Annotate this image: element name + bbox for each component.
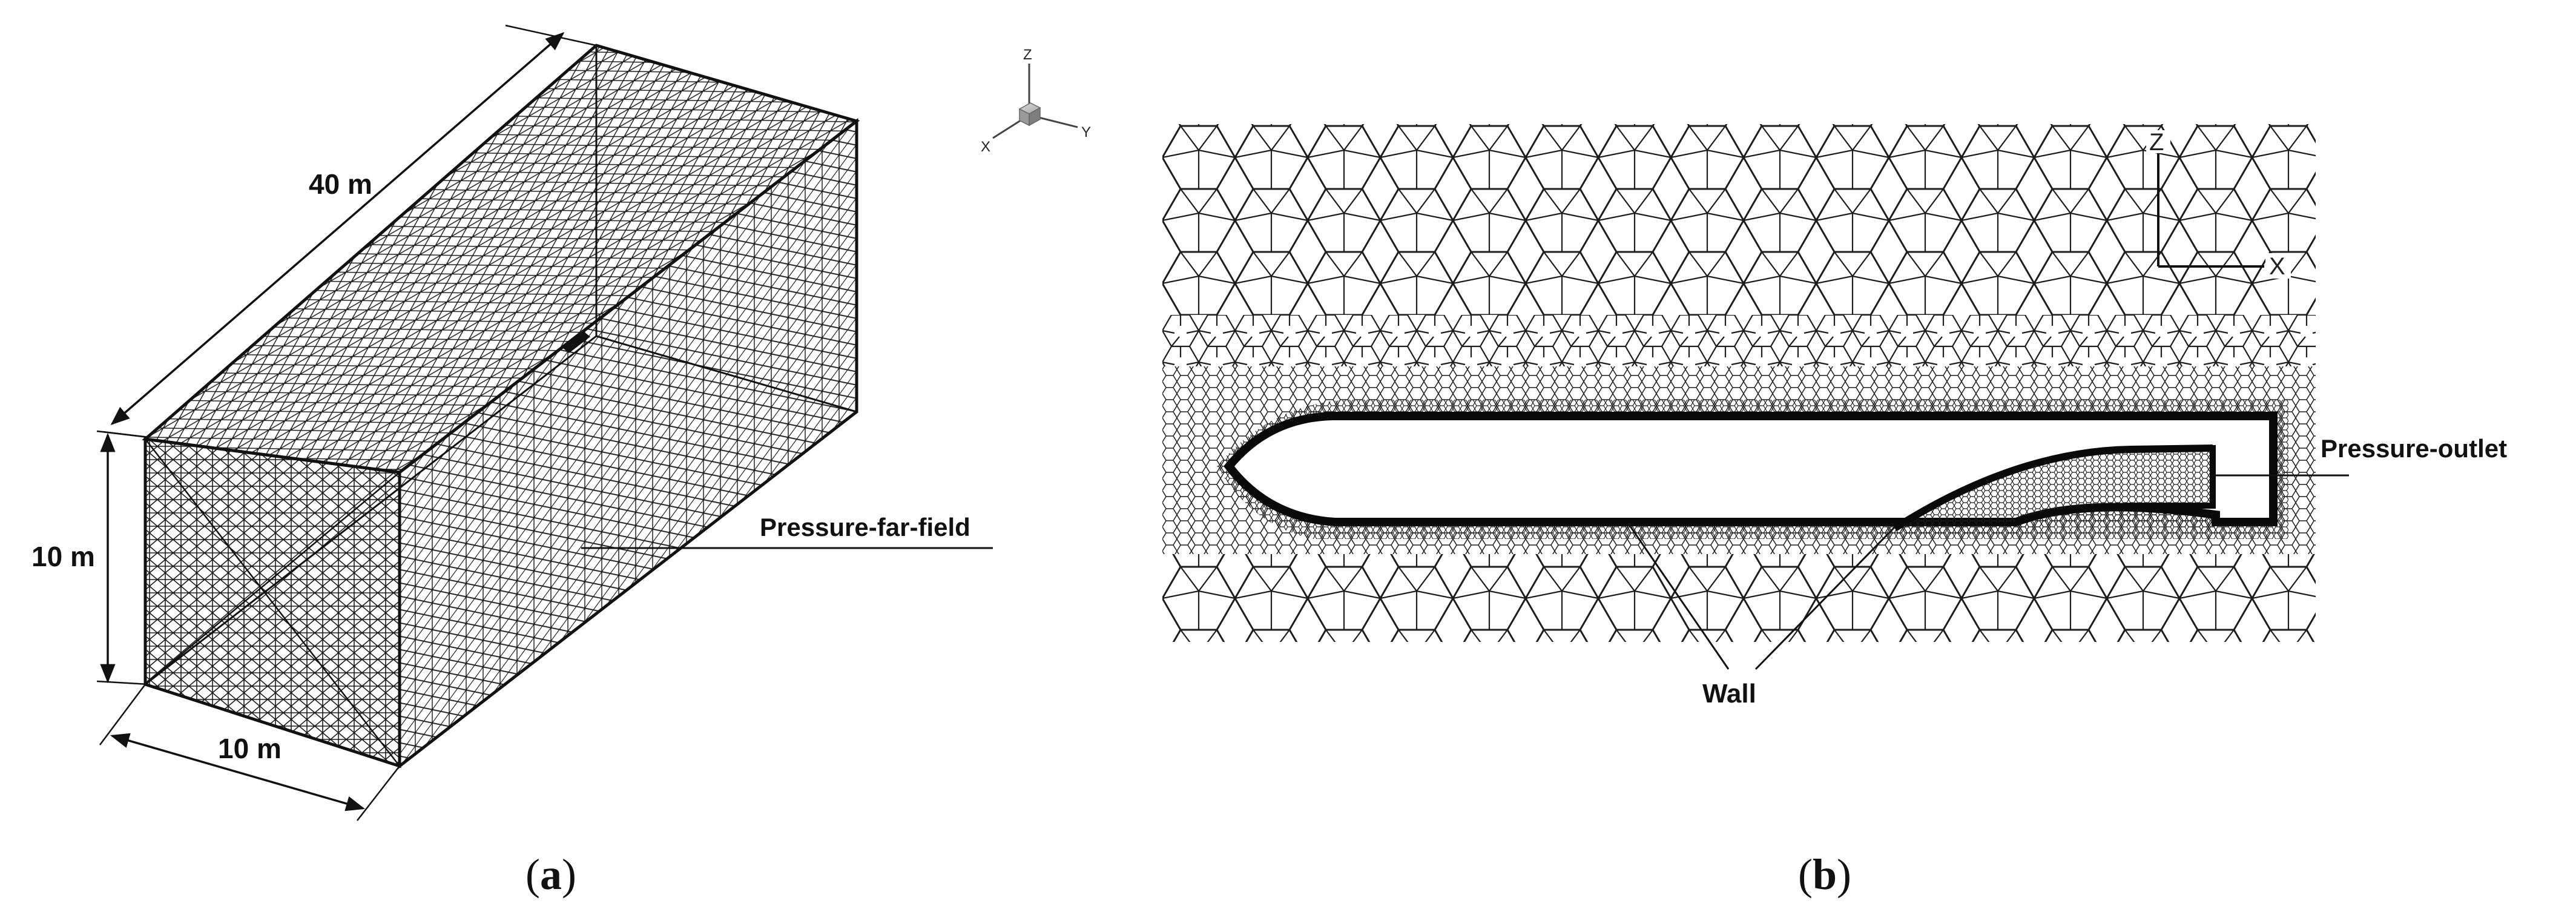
dim-length-label: 40 m (309, 168, 372, 200)
panel-b-section-mesh: Z X Pressure-outlet Wall (b) (1162, 124, 2507, 899)
axis-z-label-b: Z (2149, 129, 2164, 156)
caption-a: (a) (525, 850, 576, 899)
caption-b: (b) (1798, 850, 1851, 899)
axis-y-label: Y (1081, 124, 1091, 140)
pressure-outlet-label: Pressure-outlet (2321, 434, 2507, 463)
axis-x-label-b: X (2269, 253, 2285, 280)
wall-label: Wall (1702, 679, 1756, 709)
axis-x-label: X (981, 139, 990, 155)
axis-triad-2d: Z X (2146, 129, 2291, 280)
axis-z-label: Z (1023, 47, 1032, 63)
axis-triad-3d: Z Y X (981, 47, 1091, 155)
dim-height-label: 10 m (31, 541, 95, 572)
refined-slot (563, 332, 590, 353)
pressure-far-field-label: Pressure-far-field (760, 513, 970, 541)
dim-width-label: 10 m (218, 733, 282, 764)
panel-a-domain-mesh: 40 m 10 m 10 m Pressure-far-field Z Y X … (31, 24, 1091, 899)
